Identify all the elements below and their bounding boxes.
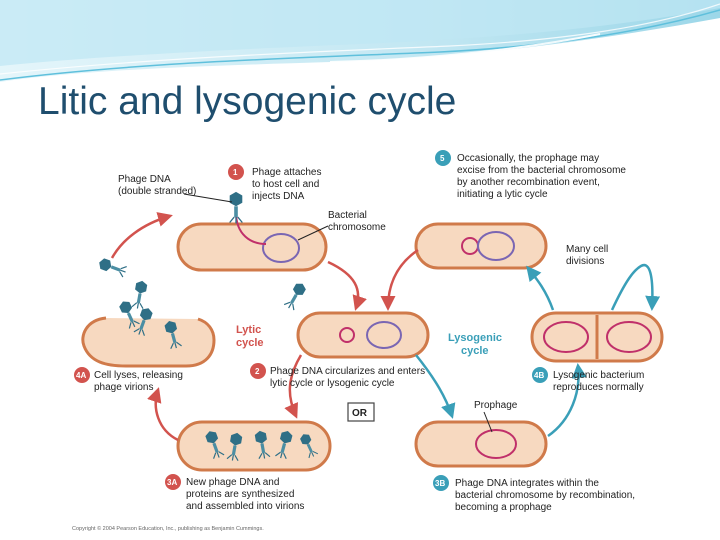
bacterial-chromosome-label: Bacterial chromosome (328, 210, 386, 233)
svg-text:2: 2 (255, 367, 260, 376)
lytic-lysogenic-diagram: Phage DNA (double stranded) Bacterial ch… (72, 150, 664, 532)
phage-dna-label: Phage DNA (double stranded) (118, 174, 196, 197)
svg-text:4B: 4B (534, 371, 544, 380)
svg-text:OR: OR (352, 408, 368, 419)
copyright-note: Copyright © 2004 Pearson Education, Inc.… (72, 525, 264, 532)
cell-dividing (530, 311, 664, 363)
arrow-2-to-3b (415, 354, 456, 419)
arrow-4a-to-1 (110, 212, 173, 259)
phage-free (283, 280, 309, 312)
arrow-1-to-2 (327, 260, 367, 311)
cell-infection (176, 211, 328, 272)
or-box: OR (347, 402, 375, 422)
lytic-cycle-label: Lytic cycle (236, 324, 264, 349)
arrow-2-to-3a (284, 354, 303, 419)
cell-integrated (414, 411, 548, 468)
cell-circularized (296, 311, 430, 359)
prophage-label: Prophage (474, 400, 518, 411)
phage-attaching (229, 191, 243, 225)
slide-title: Litic and lysogenic cycle (38, 80, 457, 123)
arrow-divisions-loop (610, 263, 661, 311)
arrow-3b-to-4b (547, 363, 587, 438)
arrow-5-to-2 (380, 248, 419, 311)
svg-text:3B: 3B (435, 479, 445, 488)
svg-text:4A: 4A (76, 371, 86, 380)
lysogenic-cycle-label: Lysogenic cycle (448, 332, 505, 357)
svg-text:3A: 3A (167, 478, 177, 487)
cell-lysis (81, 256, 216, 368)
svg-text:Phage DNA integrates within th: Phage DNA integrates within thebacterial… (455, 478, 635, 513)
arrow-3a-to-4a (147, 387, 179, 442)
arrow-4b-to-5 (526, 265, 555, 311)
many-divisions-label: Many cell divisions (566, 244, 611, 267)
header-wave-banner (0, 0, 720, 82)
svg-text:5: 5 (440, 154, 445, 163)
cell-assembly (176, 420, 332, 472)
cell-prophage-excision (414, 222, 548, 270)
svg-text:1: 1 (233, 168, 238, 177)
